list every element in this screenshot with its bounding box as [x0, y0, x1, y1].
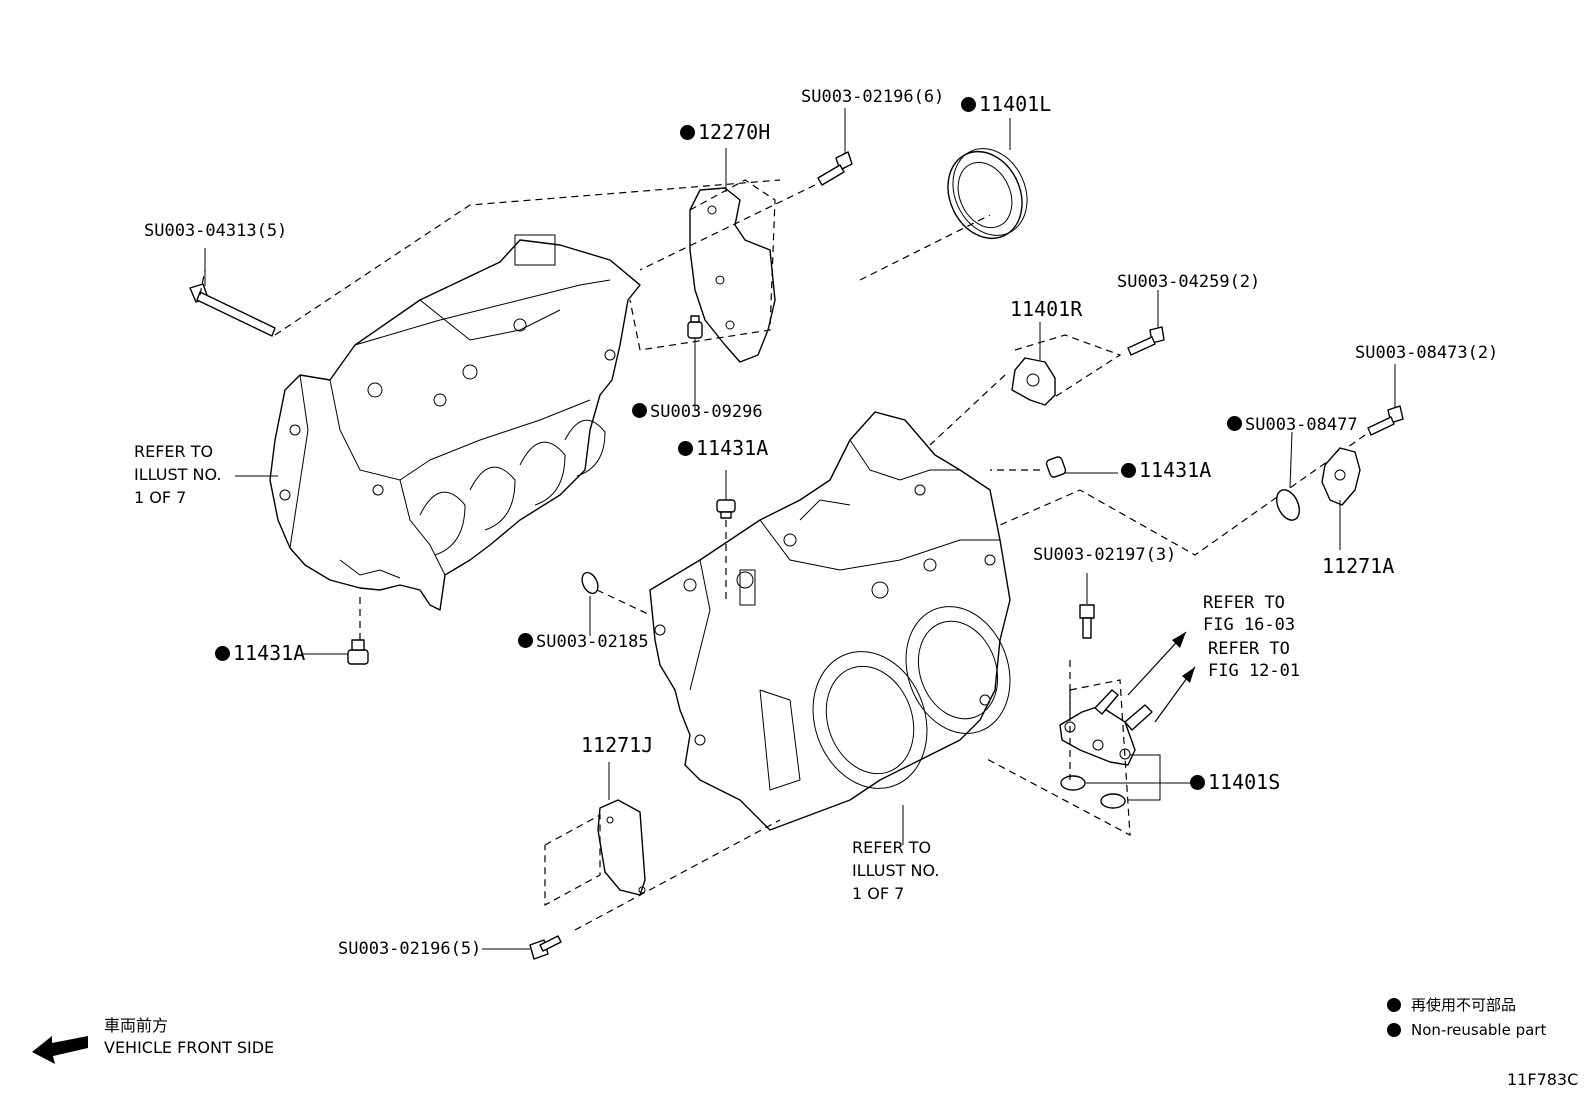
label-su003-08473: SU003-08473(2) — [1355, 343, 1499, 363]
plug-11431a-right — [1045, 456, 1067, 478]
refer-note-left: REFER TO ILLUST NO. 1 OF 7 — [134, 440, 221, 509]
water-pipe-assembly — [1059, 689, 1153, 766]
cover-11401r — [1011, 357, 1056, 406]
bullet-icon — [1387, 1023, 1401, 1037]
vehicle-front-arrow — [32, 1036, 88, 1064]
label-su003-02196-5: SU003-02196(5) — [338, 939, 482, 959]
refer-fig-16-03-line-1: REFER TO — [1203, 593, 1285, 613]
label-su003-04313: SU003-04313(5) — [144, 221, 288, 241]
refer-fig-12-01-line-2: FIG 12-01 — [1208, 661, 1301, 681]
label-11401l: 11401L — [961, 92, 1051, 116]
refer-note-left-line-2: ILLUST NO. — [134, 465, 222, 484]
o-ring-08477 — [1275, 489, 1301, 521]
legend-line-jp: 再使用不可部品 — [1387, 993, 1546, 1018]
legend: 再使用不可部品 Non-reusable part — [1387, 993, 1546, 1043]
refer-fig-16-03-line-2: FIG 16-03 — [1203, 615, 1296, 635]
seal-ring-11401l — [947, 148, 1028, 240]
refer-note-bottom-line-3: 1 OF 7 — [852, 884, 905, 903]
refer-fig-16-03: REFER TO FIG 16-03 — [1203, 592, 1295, 636]
label-11271a: 11271A — [1322, 554, 1395, 578]
right-crankcase-half — [649, 411, 1011, 831]
o-ring-11401s-b — [1100, 793, 1126, 809]
label-12270h: 12270H — [680, 120, 770, 144]
refer-fig-12-01-line-1: REFER TO — [1208, 639, 1290, 659]
label-su003-04259: SU003-04259(2) — [1117, 272, 1261, 292]
bolt-02197 — [1079, 604, 1095, 639]
o-ring-02185 — [581, 571, 599, 595]
plug-09296 — [687, 315, 703, 339]
bolt-08473 — [1367, 405, 1404, 436]
label-11431a-top: 11431A — [678, 436, 768, 460]
refer-note-bottom-line-2: ILLUST NO. — [852, 861, 940, 880]
bolt-02196-5 — [529, 935, 562, 960]
bolt-04313 — [189, 283, 276, 337]
plug-11431a-left — [347, 639, 369, 665]
label-11401s: 11401S — [1190, 770, 1280, 794]
label-11271j: 11271J — [581, 733, 654, 757]
legend-jp-text: 再使用不可部品 — [1411, 996, 1517, 1014]
label-su003-08477: SU003-08477 — [1227, 415, 1358, 435]
bullet-icon — [1387, 998, 1401, 1012]
plate-11271a — [1321, 447, 1361, 506]
plug-11431a-top — [716, 499, 736, 519]
legend-en-text: Non-reusable part — [1411, 1021, 1547, 1039]
refer-note-bottom: REFER TO ILLUST NO. 1 OF 7 — [852, 836, 939, 905]
legend-line-en: Non-reusable part — [1387, 1018, 1546, 1043]
vehicle-front-note: 車両前方 VEHICLE FRONT SIDE — [104, 1015, 274, 1059]
left-crankcase-half — [269, 234, 641, 611]
label-su003-02185: SU003-02185 — [518, 632, 649, 652]
label-su003-02196-6: SU003-02196(6) — [801, 87, 945, 107]
refer-fig-12-01: REFER TO FIG 12-01 — [1208, 638, 1300, 682]
label-11431a-left: 11431A — [215, 641, 305, 665]
plate-11271j — [597, 799, 646, 896]
refer-note-left-line-3: 1 OF 7 — [134, 488, 187, 507]
vehicle-front-jp: 車両前方 — [104, 1016, 169, 1035]
bolt-02196-6 — [817, 151, 853, 186]
vehicle-front-en: VEHICLE FRONT SIDE — [104, 1038, 275, 1057]
figure-id: 11F783C — [1507, 1070, 1579, 1089]
bolt-04259 — [1127, 326, 1165, 356]
refer-note-bottom-line-1: REFER TO — [852, 838, 932, 857]
label-su003-02197: SU003-02197(3) — [1033, 545, 1177, 565]
refer-note-left-line-1: REFER TO — [134, 442, 214, 461]
label-11431a-right: 11431A — [1121, 458, 1211, 482]
label-11401r: 11401R — [1010, 297, 1083, 321]
label-su003-09296: SU003-09296 — [632, 402, 763, 422]
o-ring-11401s-a — [1060, 775, 1086, 791]
plate-12270h — [689, 187, 776, 363]
